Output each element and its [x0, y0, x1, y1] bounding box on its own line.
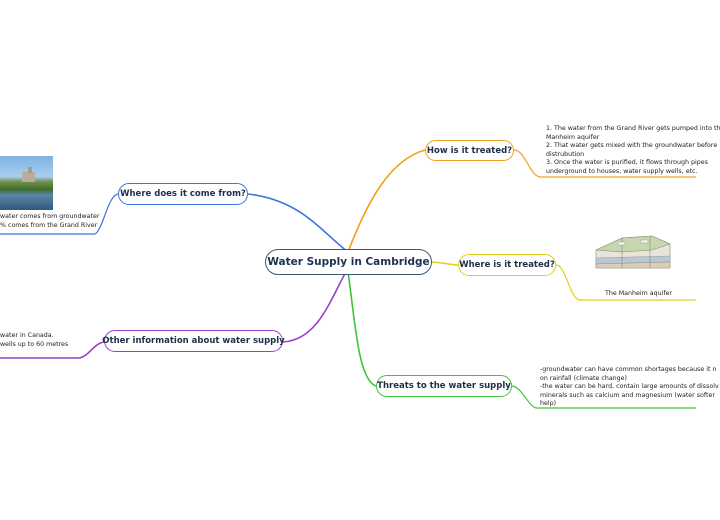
central-topic[interactable]: Water Supply in Cambridge	[265, 249, 432, 275]
topic-other-info[interactable]: Other information about water supply	[102, 330, 285, 352]
connector-threats	[347, 271, 377, 387]
aquifer-caption: The Manheim aquifer	[605, 290, 673, 297]
note-line: Manheim aquifer	[546, 133, 600, 141]
note-line: water comes from groundwater	[0, 213, 100, 220]
note-line: -groundwater can have common shortages b…	[540, 366, 717, 373]
topic-where-treated[interactable]: Where is it treated?	[458, 254, 556, 276]
connector-where-treated	[431, 261, 459, 266]
connector-other-info	[282, 267, 349, 343]
topic-where-treated-label: Where is it treated?	[459, 260, 555, 270]
connector-where-from	[247, 193, 349, 253]
note-where-from: water comes from groundwater % comes fro…	[0, 213, 99, 230]
note-line: underground to houses, water supply well…	[546, 167, 698, 175]
topic-where-from-label: Where does it come from?	[120, 189, 246, 199]
connector-how-treated-note	[513, 149, 696, 178]
photo-building	[22, 172, 35, 182]
photo-tower	[28, 167, 32, 173]
topic-where-from[interactable]: Where does it come from?	[118, 183, 248, 205]
note-line: water in Canada.	[0, 332, 54, 339]
note-line: 2. That water gets mixed with the ground…	[546, 142, 718, 149]
note-line: distrubution	[546, 150, 585, 158]
topic-threats-label: Threats to the water supply	[377, 381, 511, 391]
mind-map-connectors	[0, 149, 696, 409]
note-line: 1. The water from the Grand River gets p…	[546, 125, 720, 132]
topic-how-treated[interactable]: How is it treated?	[425, 140, 514, 161]
note-line: wells up to 60 metres	[0, 340, 69, 348]
connector-where-from-note	[0, 193, 119, 235]
manheim-aquifer-diagram	[595, 235, 671, 269]
grand-river-photo	[0, 156, 53, 210]
connector-where-treated-note	[555, 264, 696, 301]
connector-threats-note	[511, 385, 696, 409]
note-line: % comes from the Grand River	[0, 221, 98, 229]
connector-other-info-note	[0, 341, 105, 359]
topic-threats[interactable]: Threats to the water supply	[376, 375, 512, 397]
note-other-info: water in Canada. wells up to 60 metres	[0, 332, 68, 349]
topic-how-treated-label: How is it treated?	[426, 145, 513, 156]
connector-how-treated	[347, 149, 426, 253]
note-line: minerals such as calcium and magnesium (…	[540, 391, 715, 399]
note-line: help)	[540, 400, 557, 407]
note-line: -the water can be hard, contain large am…	[540, 383, 719, 390]
central-topic-label: Water Supply in Cambridge	[267, 256, 430, 268]
note-threats: -groundwater can have common shortages b…	[540, 366, 719, 409]
topic-other-info-label: Other information about water supply	[102, 336, 285, 346]
note-line: 3. Once the water is purified, it flows …	[546, 159, 708, 166]
note-line: on rainfall (climate change)	[540, 374, 627, 382]
note-how-treated: 1. The water from the Grand River gets p…	[546, 125, 720, 176]
